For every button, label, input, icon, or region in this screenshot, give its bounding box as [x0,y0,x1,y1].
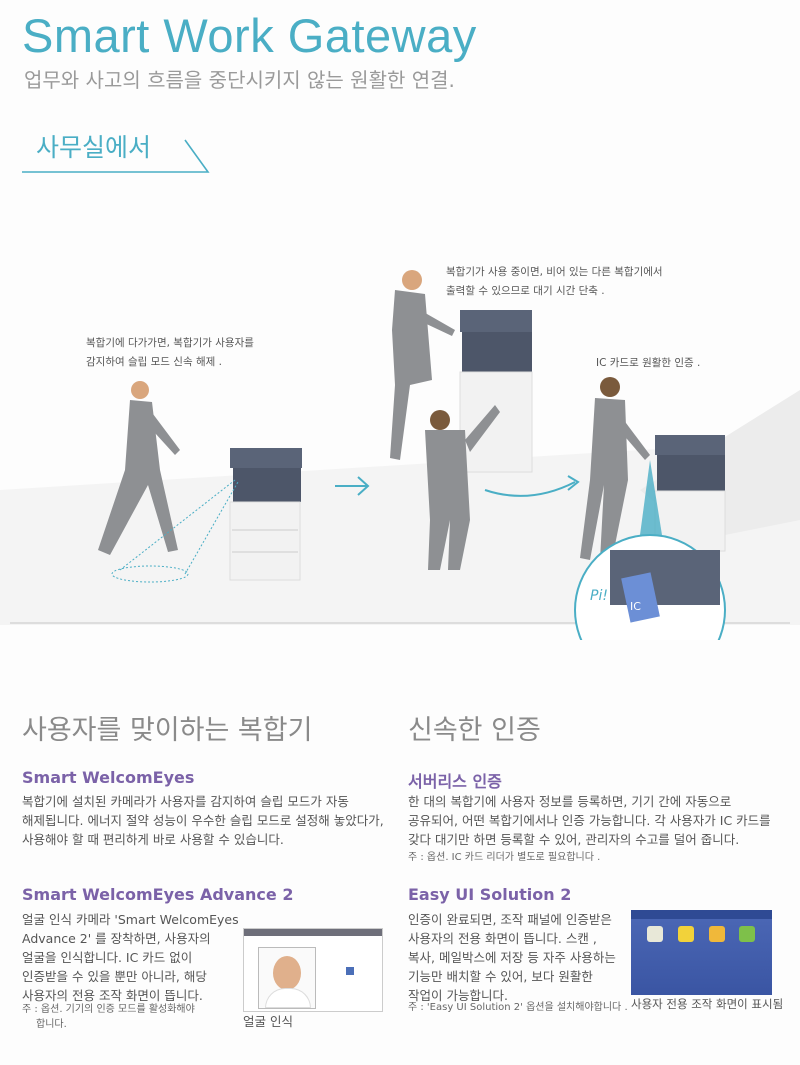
page-title: Smart Work Gateway [22,9,477,62]
text-line: 작업이 가능합니다. [408,988,508,1003]
text-line: 사용자의 전용 화면이 뜹니다. 스캔 , [408,931,597,946]
right-heading: 신속한 인증 [408,715,541,746]
printer-left [229,448,302,581]
page-subtitle: 업무와 사고의 흐름을 중단시키지 않는 원활한 연결. [24,68,455,92]
feature-body: 인증이 완료되면, 조작 패널에 인증받은 사용자의 전용 화면이 뜹니다. 스… [408,910,616,1005]
text-line: 사용해야 할 때 편리하게 바로 사용할 수 있습니다. [22,832,284,847]
custom-ui-screen [631,910,772,995]
card-label-text: IC [630,600,641,613]
text-line: 복사, 메일박스에 저장 등 자주 사용하는 [408,950,616,965]
feature-title: Smart WelcomEyes [22,768,195,787]
image-caption: 얼굴 인식 [243,1014,293,1029]
caption-line: 복합기가 사용 중이면, 비어 있는 다른 복합기에서 [446,266,663,278]
text-line: 기능만 배치할 수 있어, 보다 원활한 [408,969,593,984]
text-line: 얼굴 인식 카메라 'Smart WelcomEyes [22,912,239,927]
note-line: 합니다. [36,1019,67,1030]
text-line: Advance 2' 를 장착하면, 사용자의 [22,931,211,946]
text-line: 공유되어, 어떤 복합기에서나 인증 가능합니다. 각 사용자가 IC 카드를 [408,813,771,828]
checkbox-icon [346,967,354,975]
text-line: 한 대의 복합기에 사용자 정보를 등록하면, 기기 간에 자동으로 [408,794,732,809]
feature-body: 한 대의 복합기에 사용자 정보를 등록하면, 기기 간에 자동으로 공유되어,… [408,792,771,849]
section-underline [22,139,210,173]
caption-line: 감지하여 슬립 모드 신속 해제 . [86,356,222,368]
transfer-icon [709,926,725,942]
copy-icon [647,926,663,942]
feature-note: 주 : 옵션. IC 카드 리더가 별도로 필요합니다 . [408,852,601,863]
text-line: 얼굴을 인식합니다. IC 카드 없이 [22,950,193,965]
feature-note: 주 : 'Easy UI Solution 2' 옵션을 설치해야합니다 . [408,1002,628,1013]
caption-wake: 복합기에 다가가면, 복합기가 사용자를 감지하여 슬립 모드 신속 해제 . [86,334,254,372]
caption-line: 출력할 수 있으므로 대기 시간 단축 . [446,285,605,297]
feature-body: 복합기에 설치된 카메라가 사용자를 감지하여 슬립 모드가 자동 해제됩니다.… [22,792,384,849]
office-illustration: Pi! IC [0,270,800,640]
printer-right [654,435,726,552]
mailbox-icon [678,926,694,942]
text-line: 해제됩니다. 에너지 절약 성능이 우수한 슬립 모드로 설정해 놓았다가, [22,813,384,828]
note-line: 주 : 옵션. 기기의 인증 모드를 활성화해야 [22,1004,195,1015]
text-line: 복합기에 설치된 카메라가 사용자를 감지하여 슬립 모드가 자동 [22,794,349,809]
person-printing [390,270,455,460]
caption-line: 복합기에 다가가면, 복합기가 사용자를 [86,337,254,349]
curved-arrow-icon [484,481,576,497]
caption-queue: 복합기가 사용 중이면, 비어 있는 다른 복합기에서 출력할 수 있으므로 대… [446,263,663,301]
ic-card-closeup: Pi! IC [574,534,726,640]
person-walking [98,381,180,555]
text-line: 인증이 완료되면, 조작 패널에 인증받은 [408,912,612,927]
left-heading: 사용자를 맞이하는 복합기 [22,715,313,746]
feature-title: Easy UI Solution 2 [408,885,572,904]
caption-ic: IC 카드로 원활한 인증 . [596,357,701,369]
text-line: 갖다 대기만 하면 등록할 수 있어, 관리자의 수고를 덜어 줍니다. [408,832,740,847]
printer-middle [459,310,533,473]
card-sound-text: Pi! [590,588,608,604]
feature-body: 얼굴 인식 카메라 'Smart WelcomEyes Advance 2' 를… [22,910,239,1005]
feature-title: 서버리스 인증 [408,772,502,791]
person-waiting [425,405,500,570]
text-line: 사용자의 전용 조작 화면이 뜹니다. [22,988,203,1003]
fax-icon [739,926,755,942]
arrow-right-icon [335,476,370,496]
image-caption: 사용자 전용 조작 화면이 표시됨 [631,997,784,1011]
feature-title: Smart WelcomEyes Advance 2 [22,885,294,904]
face-recognition-screen [243,928,383,1012]
feature-note: 주 : 옵션. 기기의 인증 모드를 활성화해야 합니다. [22,1002,195,1032]
section-label: 사무실에서 [36,133,152,162]
text-line: 인증받을 수 있을 뿐만 아니라, 해당 [22,969,207,984]
person-authenticating [580,377,650,560]
